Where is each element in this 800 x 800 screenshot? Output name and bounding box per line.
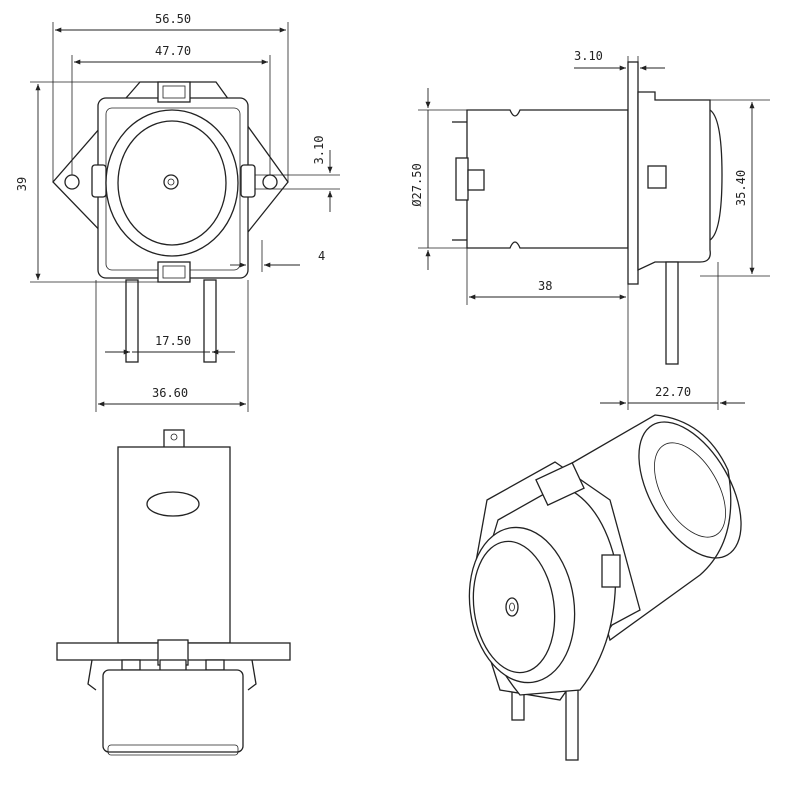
front-view: [52, 81, 289, 363]
iso-cover: [468, 526, 576, 684]
dim-motor-length: 38: [538, 279, 552, 293]
dim-flange-thickness-side: 3.10: [574, 49, 603, 63]
iso-shaft-icon: [505, 597, 519, 617]
dim-head-height: 35.40: [734, 170, 748, 206]
pump-top: [102, 669, 244, 753]
dim-flange-thickness-front: 3.10: [312, 136, 326, 165]
bottom-clip: [157, 261, 191, 283]
iso-tube-right: [565, 684, 579, 761]
dim-motor-diameter: Ø27.50: [410, 163, 424, 206]
tube-right: [203, 279, 217, 363]
dim-hole-spacing: 47.70: [155, 44, 191, 58]
dim-offset: 4: [318, 249, 325, 263]
pump-head-side: [637, 91, 711, 272]
top-clip: [157, 81, 191, 103]
side-flange: [627, 61, 639, 285]
top-view: [56, 429, 291, 756]
tube-left: [125, 279, 139, 363]
motor-top: [117, 446, 231, 644]
side-view: [452, 61, 723, 365]
side-latch-right: [240, 164, 256, 198]
pump-cover-outer: [105, 109, 239, 257]
dim-tube-spacing: 17.50: [155, 334, 191, 348]
dim-overall-width: 56.50: [155, 12, 191, 26]
side-latch-left: [91, 164, 107, 198]
motor-body: [466, 109, 629, 249]
shaft-icon: [163, 174, 179, 190]
isometric-view: [468, 414, 742, 761]
motor-label-oval: [146, 491, 200, 517]
pump-cover-inner: [117, 120, 227, 246]
dim-height: 39: [15, 177, 29, 191]
dim-body-width: 36.60: [152, 386, 188, 400]
dim-head-depth: 22.70: [655, 385, 691, 399]
side-dimensions: 3.10 Ø27.50 35.40 38 22.70: [410, 49, 770, 410]
front-dimensions: 56.50 47.70 39 3.10 4 17.50 36.60: [15, 12, 340, 412]
tube-side: [665, 261, 679, 365]
